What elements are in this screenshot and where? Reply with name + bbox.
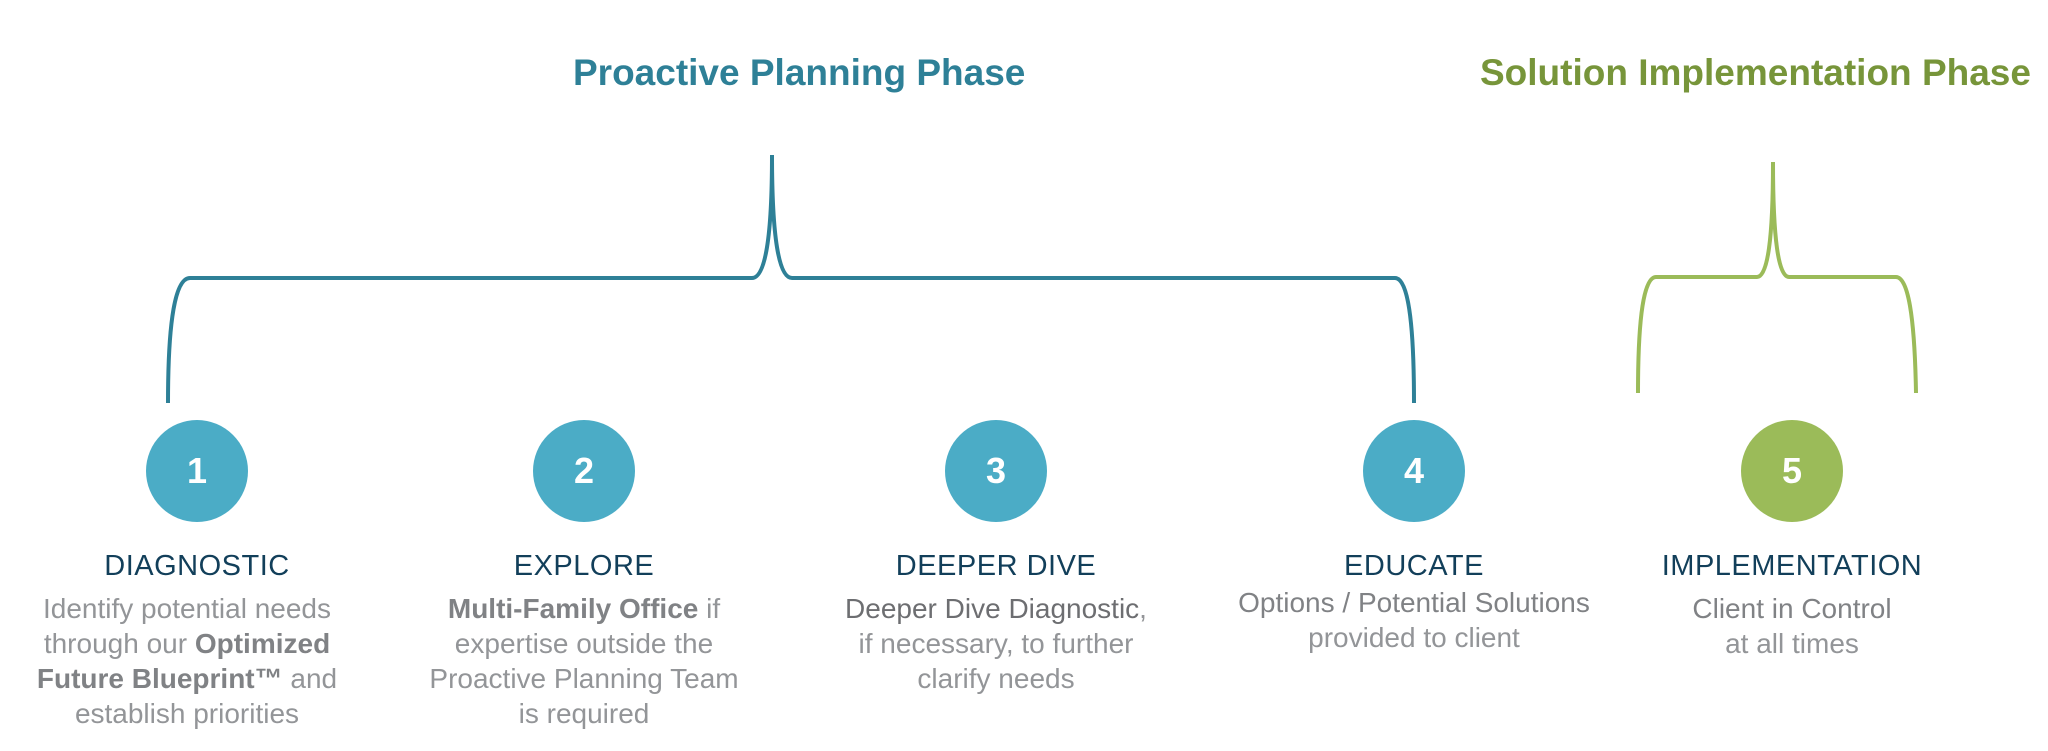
step-description: Multi-Family Office if expertise outside… [429, 593, 739, 729]
implementation-phase-title: Solution Implementation Phase [1480, 52, 2031, 93]
step-description: Identify potential needs through our Opt… [36, 593, 338, 729]
step-deeper-dive: 3 DEEPER DIVE Deeper Dive Diagnostic, if… [826, 420, 1166, 696]
step-educate: 4 EDUCATE Options / Potential Solutions … [1224, 420, 1604, 655]
step-number-circle: 2 [533, 420, 635, 522]
planning-phase-title: Proactive Planning Phase [573, 52, 1026, 93]
planning-brace [166, 154, 1416, 404]
step-diagnostic: 1 DIAGNOSTIC Identify potential needs th… [27, 420, 367, 731]
step-number-circle: 5 [1741, 420, 1843, 522]
step-number-circle: 3 [945, 420, 1047, 522]
step-number-circle: 4 [1363, 420, 1465, 522]
step-title: DIAGNOSTIC [104, 550, 290, 582]
step-explore: 2 EXPLORE Multi-Family Office if experti… [414, 420, 754, 731]
step-title: EDUCATE [1344, 550, 1484, 582]
step-implementation: 5 IMPLEMENTATION Client in Control at al… [1622, 420, 1962, 661]
step-title: DEEPER DIVE [895, 550, 1097, 582]
step-description: Deeper Dive Diagnostic, if necessary, to… [845, 593, 1147, 694]
step-description: Options / Potential Solutions provided t… [1238, 587, 1590, 653]
step-number-circle: 1 [146, 420, 248, 522]
step-title: IMPLEMENTATION [1661, 550, 1923, 582]
step-title: EXPLORE [513, 550, 655, 582]
step-description: Client in Control at all times [1692, 593, 1892, 659]
implementation-brace [1636, 161, 1918, 394]
